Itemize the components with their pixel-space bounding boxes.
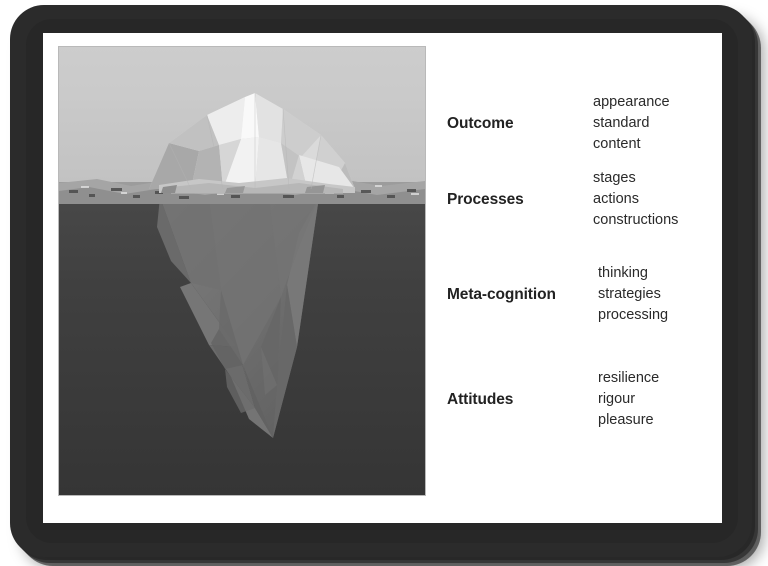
legend-items-outcome: appearance standard content <box>593 92 670 154</box>
iceberg-submerged <box>157 197 319 438</box>
legend: Outcome appearance standard content Proc… <box>447 46 709 496</box>
legend-item: strategies <box>598 285 661 302</box>
legend-group-attitudes: Attitudes resilience rigour pleasure <box>447 368 709 430</box>
iceberg-illustration <box>58 46 426 496</box>
legend-label-attitudes: Attitudes <box>447 390 514 408</box>
legend-group-meta-cognition: Meta-cognition thinking strategies proce… <box>447 263 709 325</box>
legend-item: stages <box>593 170 636 186</box>
legend-item: thinking <box>598 265 648 281</box>
legend-item: content <box>593 135 641 152</box>
legend-label-processes: Processes <box>447 190 524 208</box>
legend-group-outcome: Outcome appearance standard content <box>447 92 709 154</box>
iceberg-tip <box>149 93 355 194</box>
legend-items-attitudes: resilience rigour pleasure <box>593 368 659 430</box>
legend-item: processing <box>598 306 669 323</box>
legend-label-meta-cognition: Meta-cognition <box>447 285 556 303</box>
legend-items-meta-cognition: thinking strategies processing <box>593 263 668 325</box>
iceberg-svg <box>59 47 425 495</box>
legend-item: rigour <box>598 390 636 407</box>
legend-group-processes: Processes stages actions constructions <box>447 168 709 230</box>
legend-item: appearance <box>593 94 670 110</box>
legend-item: resilience <box>598 370 660 386</box>
legend-item: constructions <box>593 211 679 228</box>
device-frame: Outcome appearance standard content Proc… <box>10 5 752 557</box>
slide-canvas: Outcome appearance standard content Proc… <box>43 33 722 523</box>
legend-item: standard <box>593 114 650 131</box>
legend-item: pleasure <box>598 411 654 428</box>
legend-item: actions <box>593 190 639 207</box>
legend-label-outcome: Outcome <box>447 114 514 132</box>
legend-items-processes: stages actions constructions <box>593 168 678 230</box>
